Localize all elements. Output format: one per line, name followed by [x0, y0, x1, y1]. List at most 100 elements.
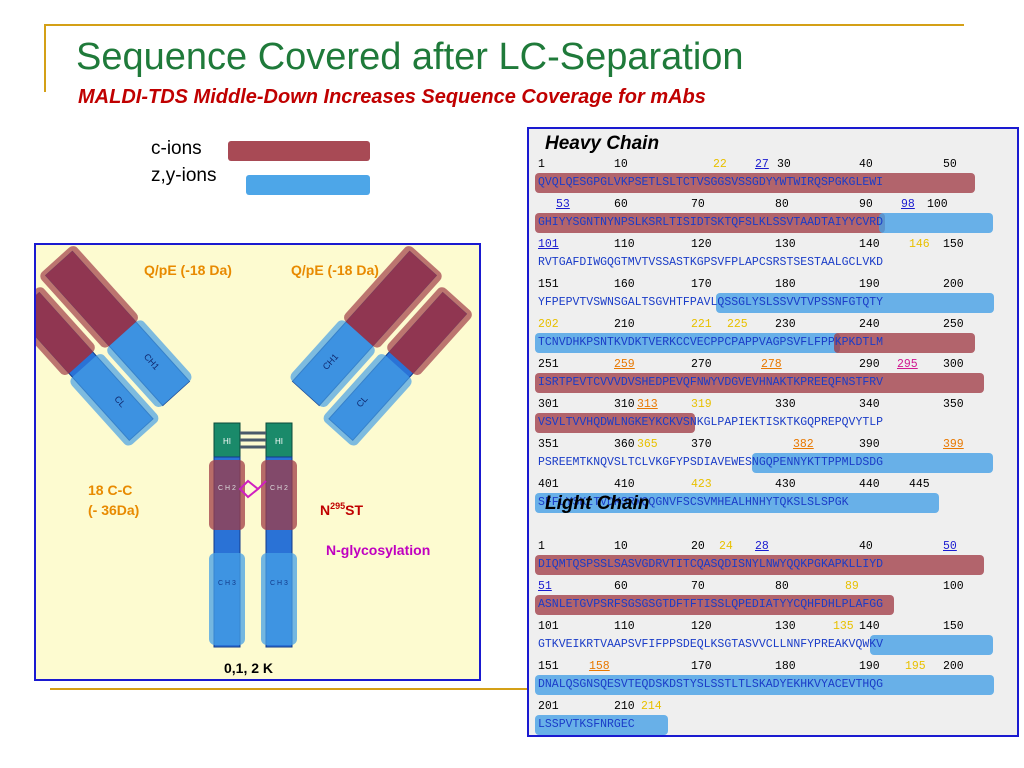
heavy-chain-position-number: 259 [614, 358, 635, 371]
heavy-chain-position-number: 278 [761, 358, 782, 371]
heavy-chain-position-number: 440 [859, 478, 880, 491]
heavy-chain-position-number: 310 [614, 398, 635, 411]
light-chain-position-number: 151 [538, 660, 559, 673]
heavy-chain-sequence-text: ISRTPEVTCVVVDVSHEDPEVQFNWYVDGVEVHNAKTKPR… [538, 376, 884, 389]
heavy-chain-sequence-row: YFPEPVTVSWNSGALTSGVHTFPAVLQSSGLYSLSSVVTV… [529, 293, 1017, 313]
heavy-chain-position-number: 90 [859, 198, 873, 211]
heavy-chain-position-number: 120 [691, 238, 712, 251]
heavy-chain-position-number: 170 [691, 278, 712, 291]
hinge-region: HI HI [213, 422, 293, 458]
heavy-chain-position-number: 202 [538, 318, 559, 331]
left-hinge-label: HI [223, 437, 231, 446]
n-glycosylation-label: N-glycosylation [326, 542, 430, 558]
light-chain-sequence-text: LSSPVTKSFNRGEC [538, 718, 635, 731]
heavy-chain-sequence-row: GHIYYSGNTNYNPSLKSRLTISIDTSKTQFSLKLSSVTAA… [529, 213, 1017, 233]
heavy-chain-position-number: 360 [614, 438, 635, 451]
heavy-chain-sequence-text: GHIYYSGNTNYNPSLKSRLTISIDTSKTQFSLKLSSVTAA… [538, 216, 884, 229]
heavy-chain-position-number: 430 [775, 478, 796, 491]
heavy-chain-position-number: 60 [614, 198, 628, 211]
heavy-chain-sequence-text: TCNVDHKPSNTKVDKTVERKCCVECPPCPAPPVAGPSVFL… [538, 336, 884, 349]
heavy-chain-position-number: 40 [859, 158, 873, 171]
light-chain-sequence-row: ASNLETGVPSRFSGSGSGTDFTFTISSLQPEDIATYYCQH… [529, 595, 1017, 615]
light-chain-position-number: 10 [614, 540, 628, 553]
legend-c-ions-label: c-ions [151, 138, 202, 159]
slide-title: Sequence Covered after LC-Separation [76, 36, 744, 78]
light-chain-position-number: 28 [755, 540, 769, 553]
zy-ion-coverage-bar [535, 715, 668, 735]
right-heavy-fab: CH1 [290, 246, 442, 408]
heavy-chain-position-number: 390 [859, 438, 880, 451]
light-chain-sequence-row: GTKVEIKRTVAAPSVFIFPPSDEQLKSGTASVVCLLNNFY… [529, 635, 1017, 655]
heavy-chain-position-number: 313 [637, 398, 658, 411]
heavy-chain-position-number: 30 [777, 158, 791, 171]
heavy-chain-position-number: 180 [775, 278, 796, 291]
disulfide-count-label: 18 C-C [88, 482, 132, 498]
heavy-chain-position-number: 160 [614, 278, 635, 291]
heavy-chain-position-number: 140 [859, 238, 880, 251]
light-chain-position-number: 20 [691, 540, 705, 553]
light-chain-position-number: 210 [614, 700, 635, 713]
lysine-variant-label: 0,1, 2 K [224, 660, 273, 676]
bottom-rule [50, 688, 530, 690]
heavy-chain-sequence-text: YFPEPVTVSWNSGALTSGVHTFPAVLQSSGLYSLSSVVTV… [538, 296, 884, 309]
left-heavy-fab: CH1 [40, 246, 192, 408]
light-chain-position-number: 110 [614, 620, 635, 633]
right-light-chain: CL [323, 287, 472, 446]
heavy-chain-sequence-text: SFFLYSKLTVDKSRWQQGNVFSCSVMHEALHNHYTQKSLS… [538, 496, 849, 509]
heavy-chain-position-number: 146 [909, 238, 930, 251]
heavy-chain-position-number: 270 [691, 358, 712, 371]
light-chain-position-number: 1 [538, 540, 545, 553]
heavy-chain-sequence-row: SFFLYSKLTVDKSRWQQGNVFSCSVMHEALHNHYTQKSLS… [529, 493, 1017, 513]
light-chain-position-number: 101 [538, 620, 559, 633]
slide-subtitle: MALDI-TDS Middle-Down Increases Sequence… [78, 86, 706, 108]
zy-ion-coverage-bar [535, 493, 940, 513]
light-chain-sequence-row: LSSPVTKSFNRGEC [529, 715, 1017, 735]
heavy-chain-position-number: 251 [538, 358, 559, 371]
light-chain-sequence-text: ASNLETGVPSRFSGSGSGTDFTFTISSLQPEDIATYYCQH… [538, 598, 884, 611]
heavy-chain-position-number: 410 [614, 478, 635, 491]
glycan-icon [238, 479, 267, 499]
heavy-chain-position-number: 50 [943, 158, 957, 171]
heavy-chain-position-number: 330 [775, 398, 796, 411]
right-ch3-label: C H 3 [270, 580, 288, 587]
right-fc: C H 2 C H 3 [261, 456, 297, 648]
heavy-chain-position-number: 70 [691, 198, 705, 211]
n295st-label: N295ST [320, 501, 363, 518]
heavy-chain-position-number: 221 [691, 318, 712, 331]
light-chain-position-number: 158 [589, 660, 610, 673]
heavy-chain-position-number: 1 [538, 158, 545, 171]
zy-ion-coverage-bar [869, 635, 994, 655]
light-chain-position-number: 51 [538, 580, 552, 593]
legend-zy-ions-label: z,y-ions [151, 165, 217, 186]
heavy-chain-position-number: 399 [943, 438, 964, 451]
heavy-chain-position-number: 101 [538, 238, 559, 251]
heavy-chain-sequence-text: RVTGAFDIWGQGTMVTVSSASTKGPSVFPLAPCSRSTSES… [538, 256, 884, 269]
left-light-chain: CL [36, 287, 159, 446]
light-chain-position-number: 140 [859, 620, 880, 633]
left-ch3-label: C H 3 [218, 580, 236, 587]
heavy-chain-sequence-row: RVTGAFDIWGQGTMVTVSSASTKGPSVFPLAPCSRSTSES… [529, 255, 1017, 273]
c-ion-coverage-bar [535, 413, 695, 433]
left-rule [44, 24, 46, 92]
heavy-chain-position-number: 240 [859, 318, 880, 331]
heavy-chain-title: Heavy Chain [545, 133, 660, 154]
light-chain-position-number: 190 [859, 660, 880, 673]
light-chain-position-number: 170 [691, 660, 712, 673]
pe-right-label: Q/pE (-18 Da) [291, 262, 379, 278]
heavy-chain-position-number: 98 [901, 198, 915, 211]
pe-left-label: Q/pE (-18 Da) [144, 262, 232, 278]
disulfide-mass-label: (- 36Da) [88, 502, 139, 518]
c-ion-coverage-bar [535, 595, 894, 615]
light-chain-position-number: 195 [905, 660, 926, 673]
heavy-chain-position-number: 190 [859, 278, 880, 291]
heavy-chain-position-number: 445 [909, 478, 930, 491]
heavy-chain-position-number: 150 [943, 238, 964, 251]
zy-ion-coverage-bar [878, 213, 994, 233]
